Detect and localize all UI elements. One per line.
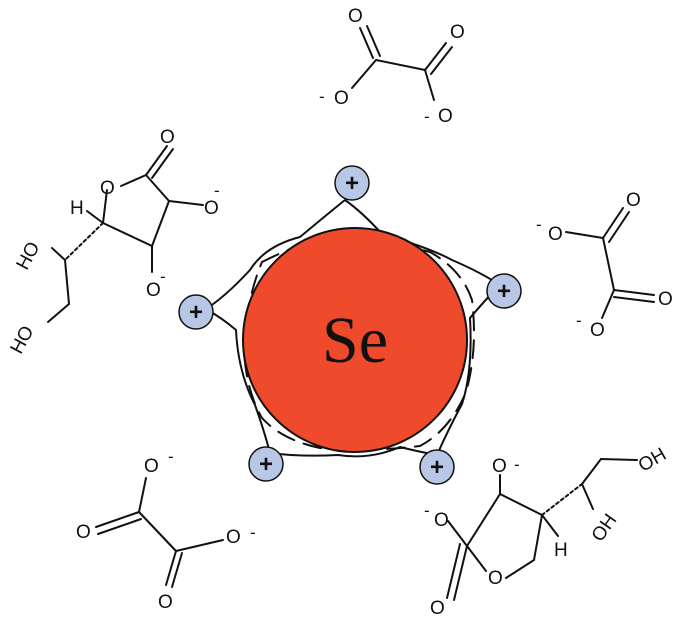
selenium-core bbox=[242, 227, 468, 453]
core-label: Se bbox=[322, 304, 388, 377]
oxygen-label: O bbox=[334, 88, 349, 109]
negative-charge: - bbox=[168, 447, 174, 466]
negative-charge: - bbox=[160, 267, 166, 286]
hydroxyl-label: OH bbox=[588, 510, 622, 545]
hydroxyl-label: HO bbox=[13, 239, 45, 274]
oxygen-label: O bbox=[160, 127, 175, 148]
oxygen-label: O bbox=[434, 510, 449, 531]
svg-text:+: + bbox=[259, 451, 273, 478]
negative-charge: - bbox=[424, 107, 430, 126]
positive-charge: + bbox=[334, 165, 370, 201]
oxygen-label: O bbox=[450, 22, 465, 43]
oxygen-label: O bbox=[548, 224, 563, 245]
oxalate-molecule-top: O O O - O - bbox=[319, 6, 465, 127]
negative-charge: - bbox=[319, 87, 325, 106]
oxygen-label: O bbox=[590, 320, 605, 341]
svg-text:+: + bbox=[189, 299, 203, 326]
oxygen-label: O bbox=[158, 592, 173, 613]
oxygen-label: O bbox=[488, 568, 503, 589]
oxygen-label: O bbox=[100, 178, 115, 199]
oxygen-label: O bbox=[348, 6, 363, 27]
hydrogen-label: H bbox=[554, 540, 568, 561]
oxygen-label: O bbox=[438, 106, 453, 127]
negative-charge: - bbox=[576, 311, 582, 330]
oxygen-label: O bbox=[626, 190, 641, 211]
oxygen-label: O bbox=[492, 456, 507, 477]
svg-text:+: + bbox=[345, 170, 359, 197]
oxygen-label: O bbox=[430, 598, 445, 619]
oxalate-molecule-right: O O - O O - bbox=[536, 190, 673, 341]
positive-charge: + bbox=[486, 273, 522, 309]
hydroxyl-label: OH bbox=[635, 444, 670, 476]
selenium-nanoparticle: Se + + + + + bbox=[178, 165, 522, 485]
hydroxyl-label: HO bbox=[7, 323, 39, 358]
oxygen-label: O bbox=[144, 456, 159, 477]
negative-charge: - bbox=[536, 215, 542, 234]
negative-charge: - bbox=[424, 501, 430, 520]
ascorbate-molecule-right: O - O - O O H OH OH bbox=[424, 444, 670, 619]
svg-text:+: + bbox=[430, 454, 444, 481]
oxygen-label: O bbox=[658, 289, 673, 310]
oxalate-molecule-bottom-left: O - O O - O bbox=[76, 447, 256, 613]
positive-charge: + bbox=[178, 294, 214, 330]
hydrogen-label: H bbox=[70, 198, 84, 219]
negative-charge: - bbox=[514, 455, 520, 474]
positive-charge: + bbox=[248, 446, 284, 482]
oxygen-label: O bbox=[204, 198, 219, 219]
positive-charge: + bbox=[419, 449, 455, 485]
ascorbate-molecule-left: O O H O - O - HO HO bbox=[7, 127, 220, 358]
oxygen-label: O bbox=[76, 522, 91, 543]
oxygen-label: O bbox=[146, 280, 161, 301]
negative-charge: - bbox=[214, 181, 220, 200]
stabilizer-shell bbox=[205, 199, 501, 458]
negative-charge: - bbox=[250, 523, 256, 542]
oxygen-label: O bbox=[226, 527, 241, 548]
svg-text:+: + bbox=[497, 278, 511, 305]
